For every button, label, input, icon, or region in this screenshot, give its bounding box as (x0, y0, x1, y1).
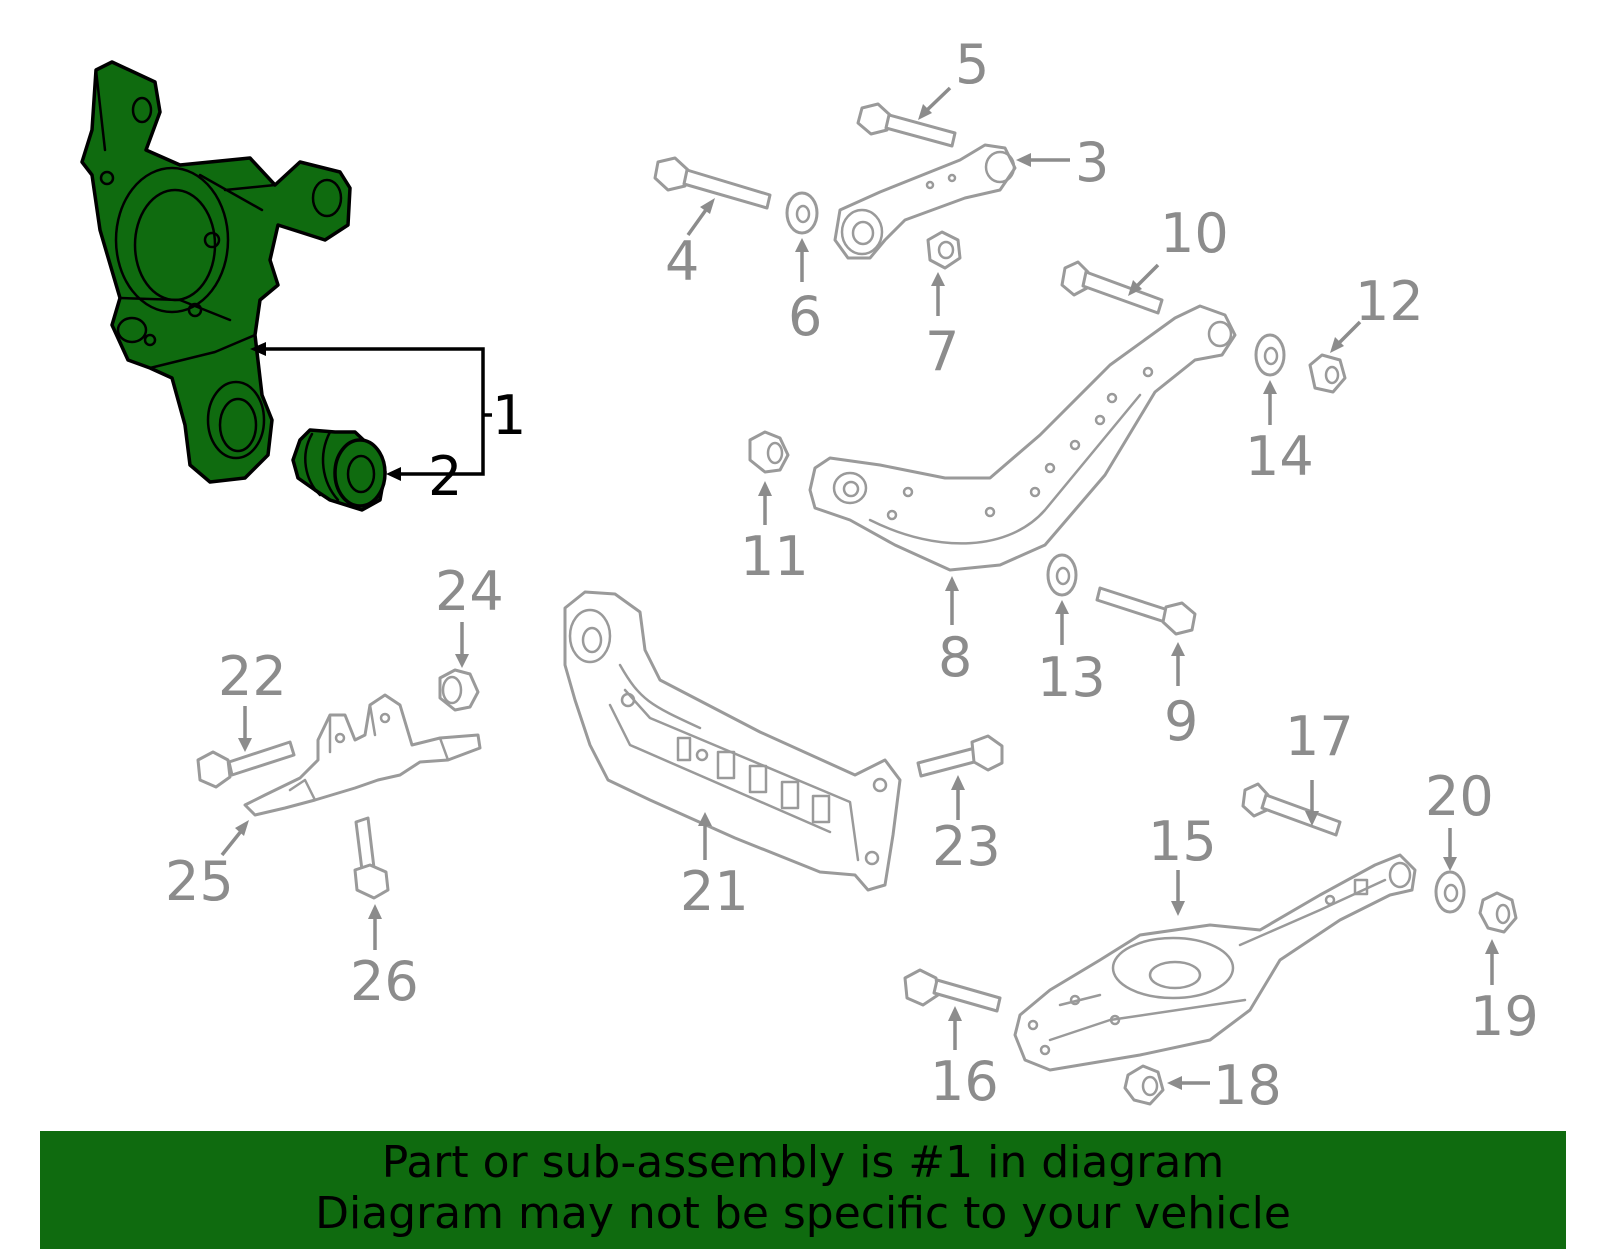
callout-11[interactable]: 11 (740, 525, 809, 588)
banner-line-1: Part or sub-assembly is #1 in diagram (381, 1137, 1225, 1188)
part-11-nut[interactable] (748, 430, 790, 474)
callout-4[interactable]: 4 (665, 230, 699, 293)
callout-23[interactable]: 23 (932, 815, 1001, 878)
part-17-bolt[interactable] (1241, 782, 1342, 837)
callout-17[interactable]: 17 (1285, 705, 1354, 768)
part-25-bracket[interactable] (243, 693, 482, 817)
part-24-nut[interactable] (438, 668, 480, 712)
callout-3[interactable]: 3 (1075, 131, 1109, 194)
callout-13[interactable]: 13 (1037, 646, 1106, 709)
part-5-bolt[interactable] (856, 102, 957, 148)
part-19-nut[interactable] (1478, 891, 1518, 934)
callout-26[interactable]: 26 (350, 950, 419, 1013)
part-16-bolt[interactable] (903, 968, 1002, 1013)
callout-7[interactable]: 7 (925, 320, 959, 383)
part-21-lower-control-arm[interactable] (563, 590, 902, 892)
banner-line-2: Diagram may not be specific to your vehi… (315, 1188, 1291, 1239)
part-12-nut[interactable] (1308, 353, 1347, 394)
callout-10[interactable]: 10 (1160, 202, 1229, 265)
part-23-bolt[interactable] (916, 734, 1004, 778)
part-13-washer[interactable] (1046, 553, 1078, 597)
part-14-washer[interactable] (1254, 333, 1286, 377)
part-2-bushing[interactable] (291, 428, 387, 512)
part-15-lower-arm[interactable] (1013, 853, 1417, 1072)
callout-19[interactable]: 19 (1470, 985, 1539, 1048)
callout-18[interactable]: 18 (1213, 1054, 1282, 1117)
callout-24[interactable]: 24 (435, 560, 504, 623)
part-26-bolt[interactable] (353, 816, 390, 900)
callout-14[interactable]: 14 (1245, 425, 1314, 488)
callout-25[interactable]: 25 (165, 850, 234, 913)
part-1-knuckle[interactable] (80, 60, 352, 484)
part-18-nut[interactable] (1123, 1064, 1165, 1106)
callout-20[interactable]: 20 (1425, 765, 1494, 828)
callout-5[interactable]: 5 (955, 33, 989, 96)
callout-21[interactable]: 21 (680, 860, 749, 923)
part-4-bolt[interactable] (653, 156, 772, 210)
callout-2[interactable]: 2 (428, 445, 462, 508)
part-3-upper-arm[interactable] (833, 143, 1017, 260)
part-10-bolt[interactable] (1060, 260, 1164, 315)
part-20-washer[interactable] (1434, 870, 1466, 914)
callout-15[interactable]: 15 (1148, 810, 1217, 873)
part-9-bolt[interactable] (1095, 586, 1197, 636)
disclaimer-banner: Part or sub-assembly is #1 in diagram Di… (40, 1131, 1566, 1249)
part-7-nut[interactable] (926, 230, 962, 270)
callout-12[interactable]: 12 (1355, 270, 1424, 333)
callout-8[interactable]: 8 (938, 626, 972, 689)
part-8-control-arm[interactable] (808, 304, 1237, 572)
part-22-bolt[interactable] (196, 740, 296, 789)
callout-6[interactable]: 6 (788, 285, 822, 348)
part-6-washer[interactable] (785, 191, 819, 235)
callout-9[interactable]: 9 (1164, 690, 1198, 753)
callout-16[interactable]: 16 (930, 1050, 999, 1113)
callout-1-leader (250, 342, 492, 481)
callout-22[interactable]: 22 (218, 645, 287, 708)
callout-1[interactable]: 1 (492, 384, 526, 447)
